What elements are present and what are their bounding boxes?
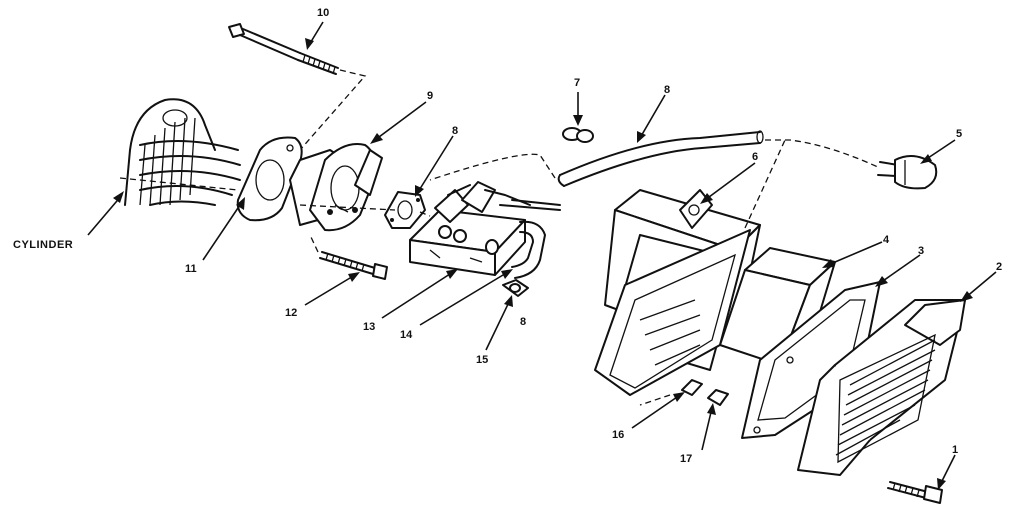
callout-10: 9	[427, 90, 433, 102]
callout-16: 15	[476, 354, 488, 366]
callout-1: 1	[952, 444, 958, 456]
carburetor-14-part	[409, 181, 561, 276]
callout-17: 16	[612, 429, 624, 441]
fuel-line-8-part	[429, 130, 881, 187]
callout-3: 3	[918, 245, 924, 257]
callout-14: 13	[363, 321, 375, 333]
cylinder-label: CYLINDER	[13, 239, 73, 251]
callout-15: 14	[400, 329, 413, 341]
callout-arrows	[87, 21, 997, 490]
bolt-13-part	[309, 234, 388, 280]
callout-12: 11	[185, 263, 197, 275]
callout-4: 4	[883, 234, 890, 246]
tube-15-part	[511, 220, 546, 279]
callout-11: 10	[317, 7, 329, 19]
washer-17-part	[681, 379, 703, 396]
callout-9: 8	[452, 125, 458, 137]
intake-adapter-10-part	[289, 143, 383, 232]
gasket-9-part	[384, 191, 426, 229]
nut-18-part	[707, 389, 729, 406]
clamp-16-part	[502, 279, 529, 297]
callout-2: 2	[996, 261, 1002, 273]
bolt-1-part	[887, 481, 943, 504]
callout-13: 12	[285, 307, 297, 319]
callout-7: 7	[574, 77, 580, 89]
filter-cover-2-part	[797, 299, 966, 476]
primer-bulb-5-part	[877, 155, 938, 190]
callout-8-line: 8	[664, 84, 670, 96]
air-filter-housing-6-part	[594, 139, 786, 396]
clamp-7-part	[562, 127, 594, 143]
callout-18: 17	[680, 453, 692, 465]
callout-labels: CYLINDER 10 9 8 11 12 13 14 15 8 7 8 6 5…	[13, 7, 1002, 465]
callout-5: 5	[956, 128, 962, 140]
cylinder-part	[124, 98, 241, 206]
callout-8-clamp: 8	[520, 316, 526, 328]
callout-6: 6	[752, 151, 758, 163]
bolt-11-part	[228, 23, 367, 206]
